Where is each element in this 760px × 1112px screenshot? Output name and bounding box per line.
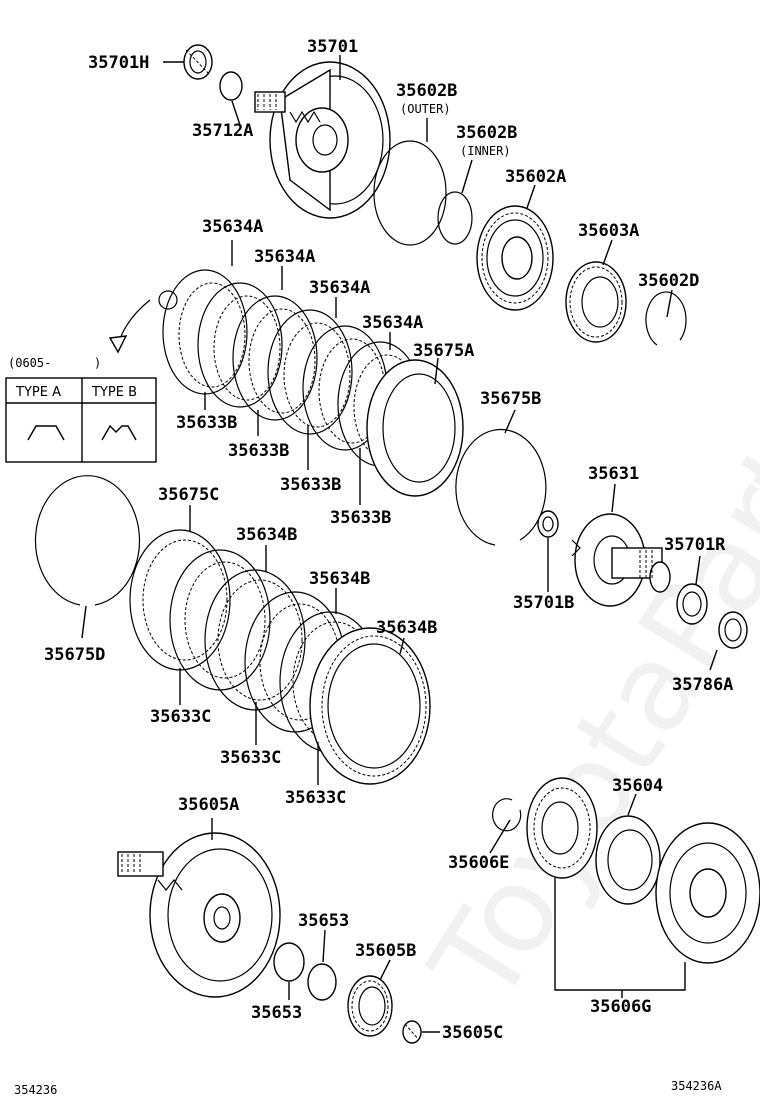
label-35602B-inner[interactable]: 35602B [456,123,517,143]
label-35634A-2[interactable]: 35634A [254,247,315,267]
leader-35605B [379,959,391,981]
label-35633B-4[interactable]: 35633B [330,508,391,528]
part-35701R-bearing[interactable] [676,583,708,625]
label-35603A[interactable]: 35603A [578,221,639,241]
part-35634B-plate[interactable] [309,627,431,785]
label-35701R[interactable]: 35701R [664,535,726,555]
part-35606G-piston-assembly[interactable] [526,777,760,964]
part-35631-hub[interactable] [571,513,671,607]
label-35633B-2[interactable]: 35633B [228,441,289,461]
label-35633C-3[interactable]: 35633C [285,788,346,808]
label-35675C[interactable]: 35675C [158,485,219,505]
leader-35675A [434,357,439,385]
leader-35675B [504,409,516,434]
part-35701-clutch-drum[interactable] [254,61,391,219]
type-selection-box: (0605- ) TYPE A TYPE B [5,356,157,463]
leader-35675D [81,605,87,639]
part-35786A-washer[interactable] [718,611,748,649]
label-35605A[interactable]: 35605A [178,795,239,815]
label-35633C-1[interactable]: 35633C [150,707,211,727]
part-35653-oring-2[interactable] [307,963,337,1001]
part-35675B-snap-ring[interactable] [455,428,547,546]
part-35602D-snap-ring[interactable] [645,291,687,346]
label-35633C-2[interactable]: 35633C [220,748,281,768]
part-35701B-thrust-washer[interactable] [537,510,559,538]
label-35675D[interactable]: 35675D [44,645,105,665]
leader-35634B-3 [399,637,405,655]
leader-35606G-bracket [554,878,686,991]
label-35602B-outer[interactable]: 35602B [396,81,457,101]
label-35701H[interactable]: 35701H [88,53,149,73]
part-35602A-thrust-bearing[interactable] [476,205,554,311]
label-35675B[interactable]: 35675B [480,389,541,409]
label-35606E[interactable]: 35606E [448,853,509,873]
type-b-label: TYPE B [91,385,137,400]
label-35602D[interactable]: 35602D [638,271,699,291]
label-35786A[interactable]: 35786A [672,675,733,695]
leader-35604 [627,793,637,816]
leader-35701R [695,555,701,585]
label-35631[interactable]: 35631 [588,464,639,484]
label-35634A-4[interactable]: 35634A [362,313,423,333]
leader-35603A [602,239,613,266]
part-35675A-plate[interactable] [366,359,464,497]
footer-left-code: 354236 [14,1083,57,1097]
label-35675A[interactable]: 35675A [413,341,474,361]
part-35653-oring-1[interactable] [273,942,305,982]
label-35634A-3[interactable]: 35634A [309,278,370,298]
note-inner: (INNER) [460,144,511,158]
leader-35602B-inner [461,159,473,194]
part-35605A-clutch-drum[interactable] [117,832,281,998]
type-a-profile [27,425,65,441]
leader-35653-2 [322,929,326,963]
label-35633B-1[interactable]: 35633B [176,413,237,433]
label-35701B[interactable]: 35701B [513,593,574,613]
leader-35602D [666,289,673,318]
part-35675D-snap-ring[interactable] [34,475,141,606]
type-a-label: TYPE A [15,385,61,400]
label-35633B-3[interactable]: 35633B [280,475,341,495]
label-35701[interactable]: 35701 [307,37,358,57]
label-35653-2[interactable]: 35653 [298,911,349,931]
leader-35606E [489,819,511,854]
part-35602B-inner-ring[interactable] [437,191,473,245]
part-35606E-snap-ring[interactable] [492,798,522,832]
label-35604[interactable]: 35604 [612,776,663,796]
leader-35786A [709,649,718,671]
label-35605C[interactable]: 35605C [442,1023,503,1043]
leader-35631 [611,483,616,513]
label-35653-1[interactable]: 35653 [251,1003,302,1023]
part-35701H-bearing[interactable] [183,44,213,80]
label-35712A[interactable]: 35712A [192,121,253,141]
detail-arrow [108,290,178,354]
label-35634A-1[interactable]: 35634A [202,217,263,237]
type-b-profile [101,424,137,441]
part-35602B-outer-ring[interactable] [373,140,447,246]
part-35712A-oring[interactable] [219,71,243,101]
part-35603A-race[interactable] [565,261,627,343]
label-35602A[interactable]: 35602A [505,167,566,187]
type-box-date-close: ) [94,356,101,370]
footer-right-code: 354236A [671,1079,722,1093]
note-outer: (OUTER) [400,102,451,116]
leader-35602A [526,184,536,209]
part-35605B-bearing[interactable] [347,975,393,1037]
type-box-date: (0605- [8,356,51,370]
label-35634B-2[interactable]: 35634B [309,569,370,589]
leader-35712A [231,100,241,126]
label-35605B[interactable]: 35605B [355,941,416,961]
part-35605C-needle-bearing[interactable] [402,1020,422,1044]
label-35634B-3[interactable]: 35634B [376,618,437,638]
label-35606G[interactable]: 35606G [590,997,651,1017]
label-35634B-1[interactable]: 35634B [236,525,297,545]
